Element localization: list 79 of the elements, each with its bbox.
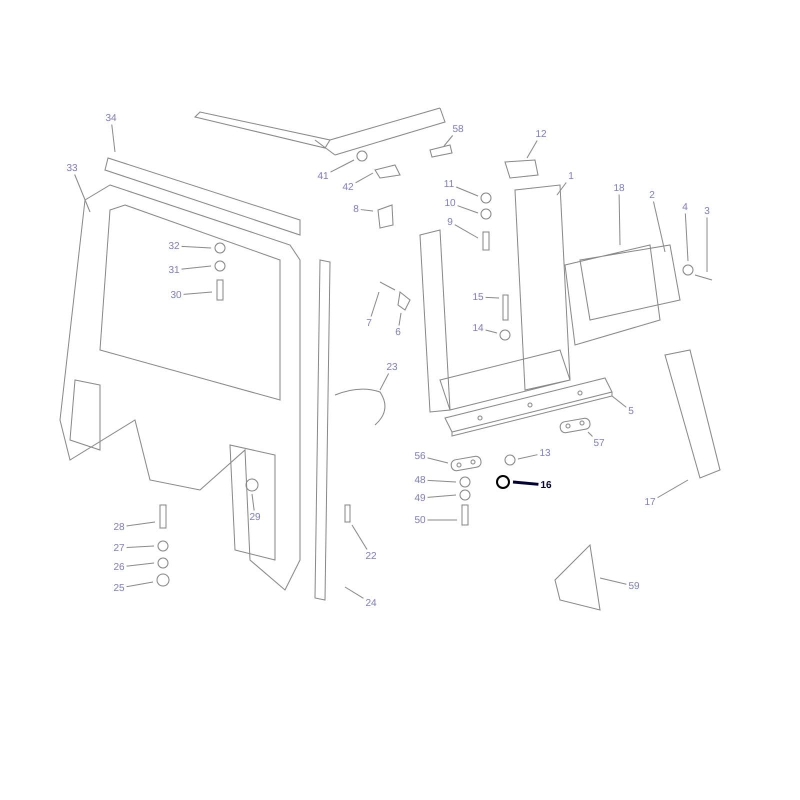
leader-line bbox=[657, 480, 688, 498]
leader-line bbox=[352, 524, 368, 550]
callout-number: 1 bbox=[567, 170, 575, 182]
leader-line bbox=[398, 312, 402, 326]
callout-number: 11 bbox=[442, 178, 456, 190]
callout-number: 57 bbox=[592, 438, 606, 448]
leader-line bbox=[126, 582, 154, 588]
leader-line bbox=[612, 396, 627, 408]
leader-line bbox=[652, 201, 666, 252]
leader-line bbox=[181, 246, 212, 248]
leader-line bbox=[485, 330, 498, 334]
leader-line bbox=[454, 224, 478, 238]
callout-number: 7 bbox=[365, 318, 373, 328]
callout-number: 31 bbox=[167, 264, 181, 276]
leader-line bbox=[518, 454, 538, 460]
leader-line bbox=[457, 205, 478, 214]
callout-number: 6 bbox=[394, 326, 402, 338]
leader-line bbox=[126, 546, 154, 548]
callout-number: 42 bbox=[341, 182, 355, 192]
callout-number: 56 bbox=[413, 450, 427, 462]
leader-line bbox=[588, 432, 593, 437]
callout-number: 12 bbox=[534, 128, 548, 140]
callout-number: 26 bbox=[112, 562, 126, 572]
leader-line bbox=[252, 494, 255, 511]
leader-line bbox=[330, 160, 354, 173]
callout-number: 3 bbox=[703, 206, 711, 216]
leader-line bbox=[344, 586, 364, 599]
callout-number: 4 bbox=[681, 202, 689, 212]
callout-number: 28 bbox=[112, 522, 126, 532]
leader-line bbox=[360, 209, 374, 212]
leader-line bbox=[427, 480, 456, 482]
callout-number: 24 bbox=[364, 598, 378, 608]
leader-line bbox=[600, 578, 627, 585]
callout-number: 15 bbox=[471, 292, 485, 302]
callout-number: 29 bbox=[248, 512, 262, 522]
callout-number: 32 bbox=[167, 240, 181, 252]
callout-number: 49 bbox=[413, 492, 427, 504]
leader-line bbox=[684, 213, 688, 262]
callout-number: 41 bbox=[316, 170, 330, 182]
leader-line bbox=[427, 494, 456, 498]
callout-number: 23 bbox=[385, 362, 399, 372]
leader-line bbox=[485, 296, 500, 298]
callout-number: 18 bbox=[612, 182, 626, 194]
leader-line bbox=[444, 135, 454, 146]
callout-number: 59 bbox=[627, 580, 641, 592]
callout-number: 48 bbox=[413, 474, 427, 486]
leader-line bbox=[355, 172, 374, 184]
leader-line bbox=[181, 266, 212, 270]
leader-line bbox=[126, 522, 156, 526]
callout-number: 10 bbox=[443, 198, 457, 208]
callout-number: 8 bbox=[352, 204, 360, 214]
leader-line bbox=[74, 174, 90, 212]
leader-line bbox=[183, 292, 212, 295]
callout-number: 25 bbox=[112, 582, 126, 594]
leader-line bbox=[370, 292, 380, 317]
callout-number: 34 bbox=[104, 112, 118, 124]
callout-number: 30 bbox=[169, 290, 183, 300]
leader-line bbox=[126, 562, 154, 567]
callout-number: 5 bbox=[627, 406, 635, 416]
leader-line bbox=[526, 140, 538, 158]
leader-line bbox=[706, 217, 708, 272]
callout-number: 14 bbox=[471, 322, 485, 334]
leader-line bbox=[556, 182, 567, 196]
leader-line bbox=[456, 186, 478, 196]
leader-line bbox=[380, 373, 390, 390]
callout-number: 27 bbox=[112, 542, 126, 554]
callout-number: 33 bbox=[65, 162, 79, 174]
callout-number: 22 bbox=[364, 550, 378, 562]
callout-number: 13 bbox=[538, 448, 552, 458]
callout-number: 58 bbox=[451, 124, 465, 134]
callout-number: 50 bbox=[413, 514, 427, 526]
leader-line bbox=[111, 124, 116, 152]
leader-line bbox=[512, 480, 539, 486]
callout-number: 17 bbox=[643, 496, 657, 508]
callout-number: 2 bbox=[648, 190, 656, 200]
leader-line bbox=[618, 194, 620, 246]
callout-number: 16 bbox=[539, 480, 553, 490]
leader-line bbox=[427, 457, 448, 464]
callout-number: 9 bbox=[446, 216, 454, 228]
